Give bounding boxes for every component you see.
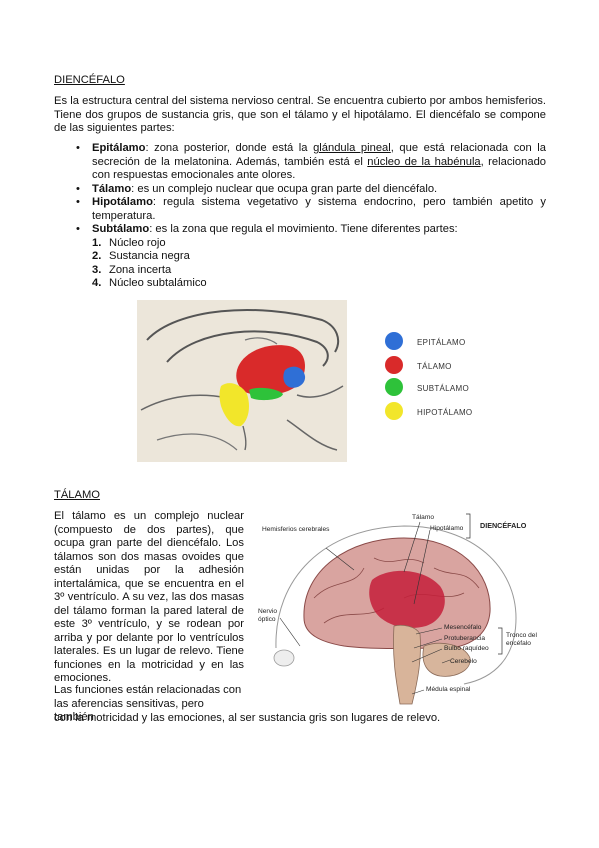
talamo-paragraph-2-end: con la motricidad y las emociones, al se… [54, 712, 441, 724]
subtalamo-text: : es la zona que regula el movimiento. T… [149, 223, 458, 235]
subtalamo-parts-list: 1. Núcleo rojo 2. Sustancia negra 3. Zona i… [92, 237, 546, 291]
label-bulbo: Bulbo raquídeo [444, 645, 489, 652]
nucleo-habenula-term: núcleo de la habénula [367, 155, 481, 168]
term-hipotalamo: Hipotálamo [92, 196, 153, 208]
legend-entry-subtalamo: SUBTÁLAMO [385, 378, 470, 396]
label-diencefalo: DIENCÉFALO [480, 521, 527, 530]
legend-label: SUBTÁLAMO [417, 384, 470, 393]
label-talamo: Tálamo [412, 514, 434, 521]
item-number: 2. [92, 250, 102, 262]
glandula-pineal-term: glándula pineal [313, 142, 391, 154]
diencephalon-diagram: EPITÁLAMO TÁLAMO SUBTÁLAMO HIPOTÁLAMO [137, 300, 472, 462]
list-item: 2. Sustancia negra [92, 250, 546, 264]
epitalamo-text-2: , que está relacionada con la secreción … [92, 142, 546, 168]
term-talamo: Tálamo [92, 182, 132, 195]
legend-swatch [385, 332, 403, 350]
talamo-paragraph-2: Las funciones están relacionadas con las… [54, 684, 242, 723]
list-item-epitalamo: Epitálamo: zona posterior, donde está la… [54, 142, 546, 183]
section-title-diencefalo: DIENCÉFALO [54, 74, 125, 86]
label-protuberancia: Protuberancia [444, 635, 486, 642]
legend-entry-epitalamo: EPITÁLAMO [385, 332, 466, 350]
talamo-paragraph: El tálamo es un complejo nuclear (compue… [54, 510, 244, 684]
item-number: 3. [92, 263, 102, 276]
label-medula: Médula espinal [426, 686, 471, 693]
list-item: 3. Zona incerta [92, 264, 546, 278]
label-tronco: Tronco del encéfalo [506, 632, 537, 647]
legend-entry-talamo: TÁLAMO [385, 356, 452, 374]
legend-swatch [385, 402, 403, 420]
label-nervio-optico: Nervio óptico [258, 608, 278, 623]
item-number: 4. [92, 277, 102, 289]
item-label: Zona incerta [109, 263, 172, 276]
item-number: 1. [92, 236, 102, 249]
legend-label: TÁLAMO [417, 362, 452, 371]
legend-label: HIPOTÁLAMO [417, 408, 473, 417]
section-title-talamo: TÁLAMO [54, 489, 101, 501]
list-item-subtalamo: Subtálamo: es la zona que regula el movi… [54, 223, 546, 291]
legend-swatch [385, 378, 403, 396]
label-cerebelo: Cerebelo [450, 658, 477, 665]
term-epitalamo: Epitálamo [92, 142, 146, 154]
item-label: Sustancia negra [109, 250, 190, 262]
hipotalamo-text: : regula sistema vegetativo y sistema en… [92, 196, 546, 222]
term-subtalamo: Subtálamo [92, 223, 150, 235]
list-item-talamo: Tálamo: es un complejo nuclear que ocupa… [54, 183, 546, 197]
label-hemisferios: Hemisferios cerebrales [262, 526, 330, 533]
list-item: 1. Núcleo rojo [92, 237, 546, 251]
diencephalon-illustration [137, 300, 347, 462]
item-label: Núcleo subtalámico [109, 277, 207, 289]
intro-paragraph: Es la estructura central del sistema ner… [54, 95, 546, 134]
brain-anatomy-figure: Hemisferios cerebrales Tálamo Hipotálamo… [254, 508, 554, 708]
legend-swatch [385, 356, 403, 374]
label-mesencefalo: Mesencéfalo [444, 624, 482, 631]
epitalamo-text-1: : zona posterior, donde está la [145, 142, 314, 154]
legend-label: EPITÁLAMO [417, 338, 466, 347]
item-label: Núcleo rojo [109, 236, 166, 249]
list-item-hipotalamo: Hipotálamo: regula sistema vegetativo y … [54, 196, 546, 223]
list-item: 4. Núcleo subtalámico [92, 277, 546, 291]
brain-illustration [273, 513, 517, 705]
parts-list: Epitálamo: zona posterior, donde está la… [54, 142, 546, 291]
talamo-text: : es un complejo nuclear que ocupa gran … [131, 182, 438, 195]
legend-entry-hipotalamo: HIPOTÁLAMO [385, 402, 473, 420]
label-hipotalamo: Hipotálamo [430, 525, 464, 532]
epitalamo-text-3: , relacionado con respuestas emocionales… [92, 155, 547, 182]
